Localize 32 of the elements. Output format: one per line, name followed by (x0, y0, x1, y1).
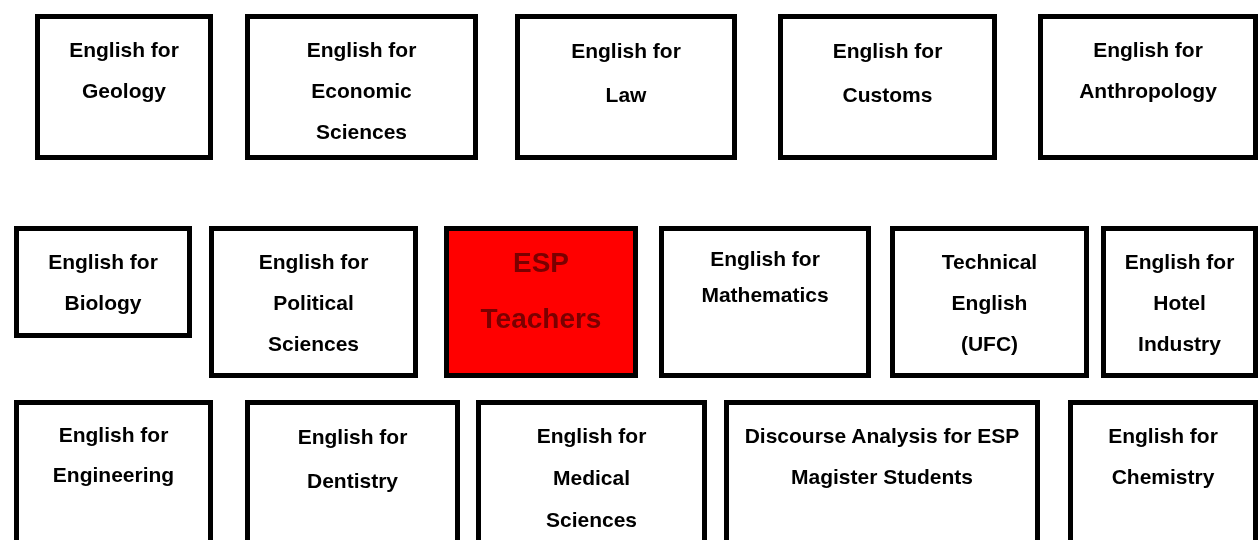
topic-box (476, 400, 707, 540)
box-label: English for Geology (68, 37, 180, 104)
topic-box (14, 400, 213, 540)
topic-box (890, 226, 1089, 378)
topic-box (209, 226, 418, 378)
topic-box (515, 14, 737, 160)
topic-box (14, 226, 192, 338)
topic-box (35, 14, 213, 160)
topic-box (1068, 400, 1258, 540)
box-label: English for Economic Sciences (305, 37, 418, 145)
topic-box (778, 14, 997, 160)
topic-box (1038, 14, 1258, 160)
box-label: English for Biology (47, 249, 159, 316)
topic-box (245, 400, 460, 540)
box-label: English for Customs (831, 38, 944, 108)
box-label: English for Anthropology (1078, 37, 1218, 104)
box-label: Technical English (UFC) (940, 249, 1039, 357)
topic-box (724, 400, 1040, 540)
topic-box (1101, 226, 1258, 378)
box-label: English for Political Sciences (257, 249, 370, 357)
topic-box (245, 14, 478, 160)
topic-box (444, 226, 638, 378)
box-label: English for Dentistry (296, 424, 409, 494)
box-label: English for Hotel Industry (1124, 249, 1235, 357)
box-label: English for Engineering (51, 422, 176, 488)
box-label: English for Medical Sciences (535, 423, 648, 533)
highlighted-label: ESP Teachers (479, 246, 603, 336)
topic-box (659, 226, 871, 378)
box-label: English for Law (570, 38, 682, 108)
box-label: Discourse Analysis for ESP Magister Students (743, 423, 1021, 490)
box-label: English for Mathematics (700, 246, 830, 308)
box-label: English for Chemistry (1107, 423, 1219, 490)
